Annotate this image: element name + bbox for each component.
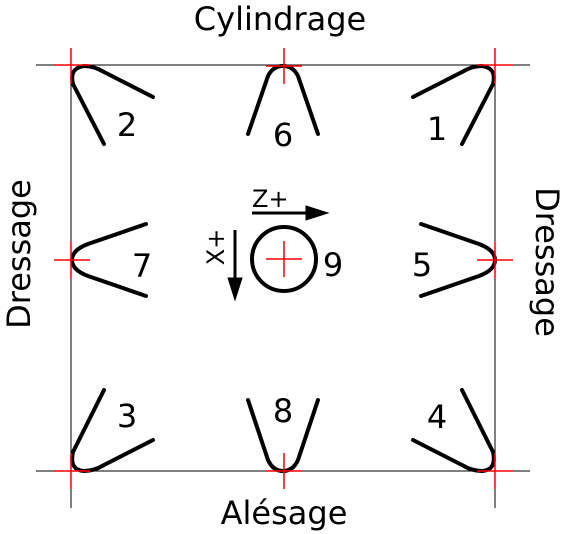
cross-top-middle (266, 48, 302, 84)
cross-mid-right (477, 242, 513, 278)
position-label-9: 9 (323, 246, 343, 284)
position-label-8: 8 (273, 392, 293, 430)
position-label-1: 1 (427, 110, 447, 148)
label-bottom: Alésage (221, 494, 348, 532)
tool-shape-9 (250, 225, 318, 293)
label-right: Dressage (528, 187, 565, 337)
position-label-3: 3 (117, 397, 137, 435)
cross-bottom-middle (266, 453, 302, 489)
position-label-6: 6 (273, 116, 293, 154)
cross-bottom-left (54, 453, 90, 489)
cross-bottom-right (477, 453, 513, 489)
tool-shape-1 (411, 64, 496, 146)
position-label-2: 2 (117, 106, 137, 144)
position-label-7: 7 (132, 247, 152, 285)
cross-mid-left (54, 242, 90, 278)
cross-center (266, 241, 302, 277)
tool-shape-4 (411, 388, 496, 473)
tool-shape-2 (70, 64, 155, 146)
position-label-4: 4 (427, 398, 447, 436)
label-z-axis: Z+ (252, 185, 289, 213)
position-label-5: 5 (412, 246, 432, 284)
axis-arrows (227, 205, 330, 302)
cross-top-right (477, 48, 513, 84)
tool-shape-3 (70, 388, 155, 473)
reference-crosses (54, 48, 513, 489)
label-left: Dressage (0, 179, 38, 329)
z-arrow-head (305, 205, 330, 221)
label-top: Cylindrage (194, 0, 366, 38)
label-x-axis: X+ (202, 229, 230, 266)
x-arrow-head (227, 277, 243, 302)
cross-top-left (54, 48, 90, 84)
